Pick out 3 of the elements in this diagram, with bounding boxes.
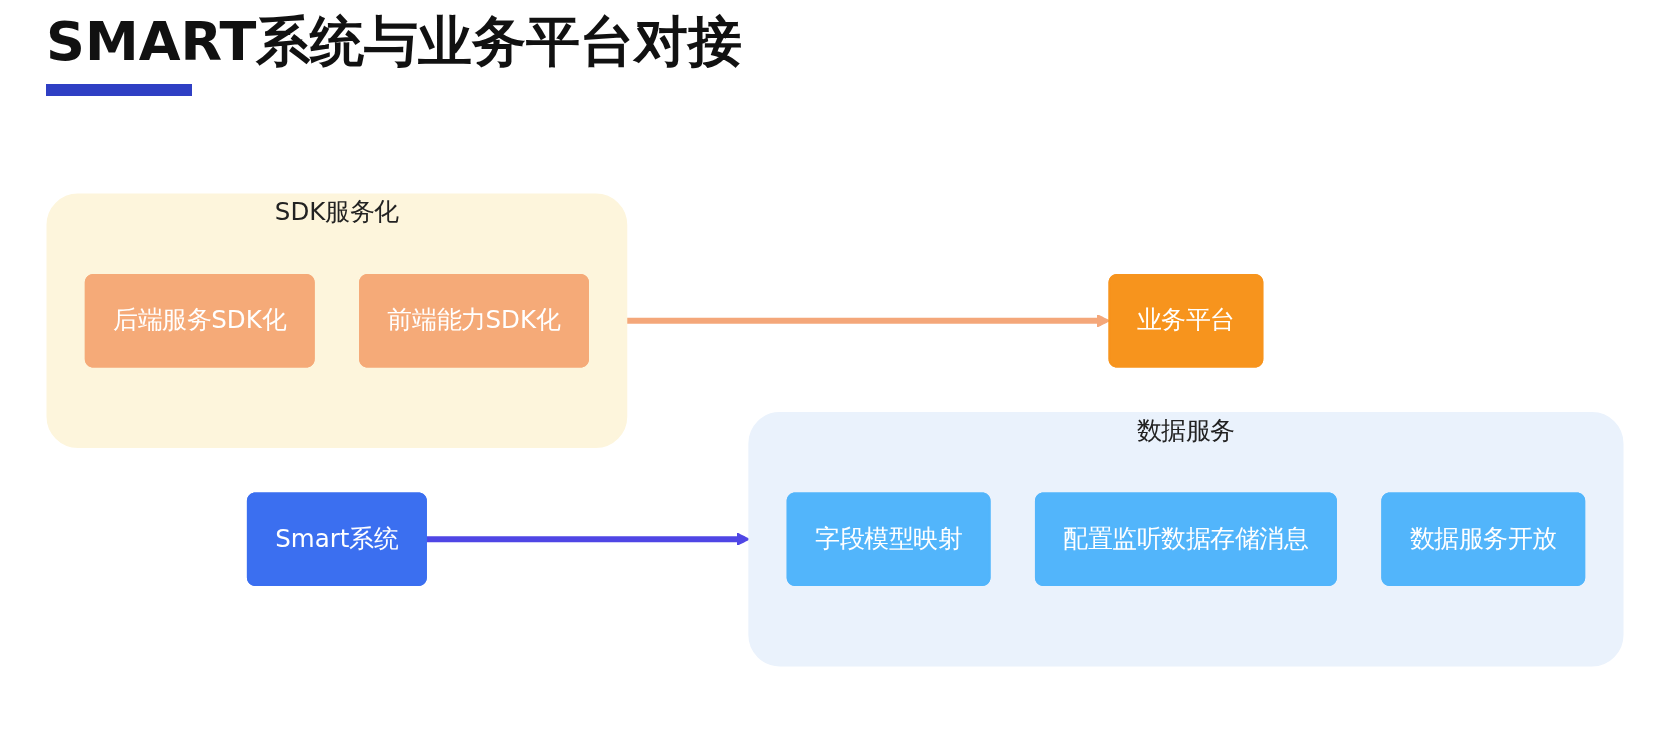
arrow <box>626 314 1110 328</box>
arrow <box>426 532 750 546</box>
page-title: SMART系统与业务平台对接 <box>46 9 743 75</box>
